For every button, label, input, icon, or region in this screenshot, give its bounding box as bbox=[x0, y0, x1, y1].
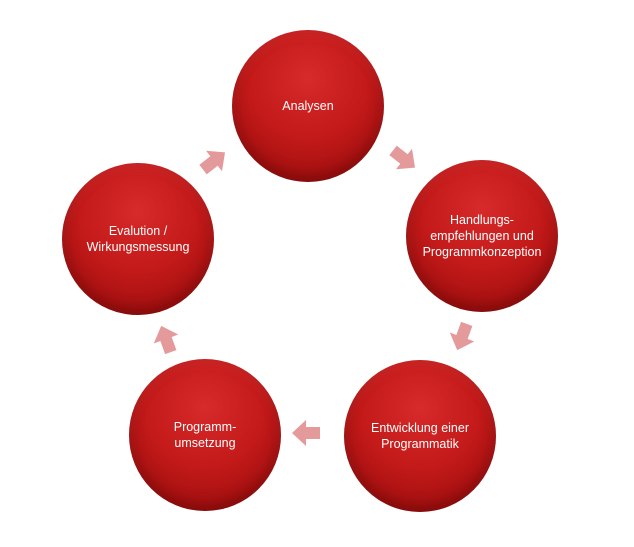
node-label-analysen: Analysen bbox=[282, 99, 334, 113]
node-label-evalution-wirkungsmessung: Evalution / Wirkungsmessung bbox=[86, 224, 190, 254]
node-label-entwicklung-programmatik: Entwicklung einer Programmatik bbox=[371, 421, 469, 451]
arrow-evalution-to-analysen bbox=[195, 142, 233, 180]
block-arrow-icon bbox=[153, 325, 179, 355]
node-entwicklung-programmatik: Entwicklung einer Programmatik bbox=[344, 360, 496, 512]
block-arrow-icon bbox=[199, 150, 226, 175]
block-arrow-icon bbox=[449, 321, 475, 351]
block-arrow-icon bbox=[389, 145, 416, 170]
node-analysen: Analysen bbox=[232, 30, 384, 182]
arrow-programmumsetzung-to-evalution bbox=[149, 321, 183, 356]
node-evalution-wirkungsmessung: Evalution / Wirkungsmessung bbox=[62, 163, 214, 315]
node-programmumsetzung: Programm- umsetzung bbox=[129, 359, 281, 511]
node-handlungsempfehlungen: Handlungs- empfehlungen und Programmkonz… bbox=[406, 160, 558, 312]
node-label-handlungsempfehlungen: Handlungs- empfehlungen und Programmkonz… bbox=[422, 213, 542, 259]
block-arrow-icon bbox=[292, 420, 320, 446]
arrow-entwicklung-to-programmumsetzung bbox=[292, 420, 320, 446]
arrow-handlungsempfehlungen-to-entwicklung bbox=[445, 319, 479, 354]
arrow-analysen-to-handlungsempfehlungen bbox=[385, 140, 423, 178]
node-label-programmumsetzung: Programm- umsetzung bbox=[173, 420, 237, 450]
